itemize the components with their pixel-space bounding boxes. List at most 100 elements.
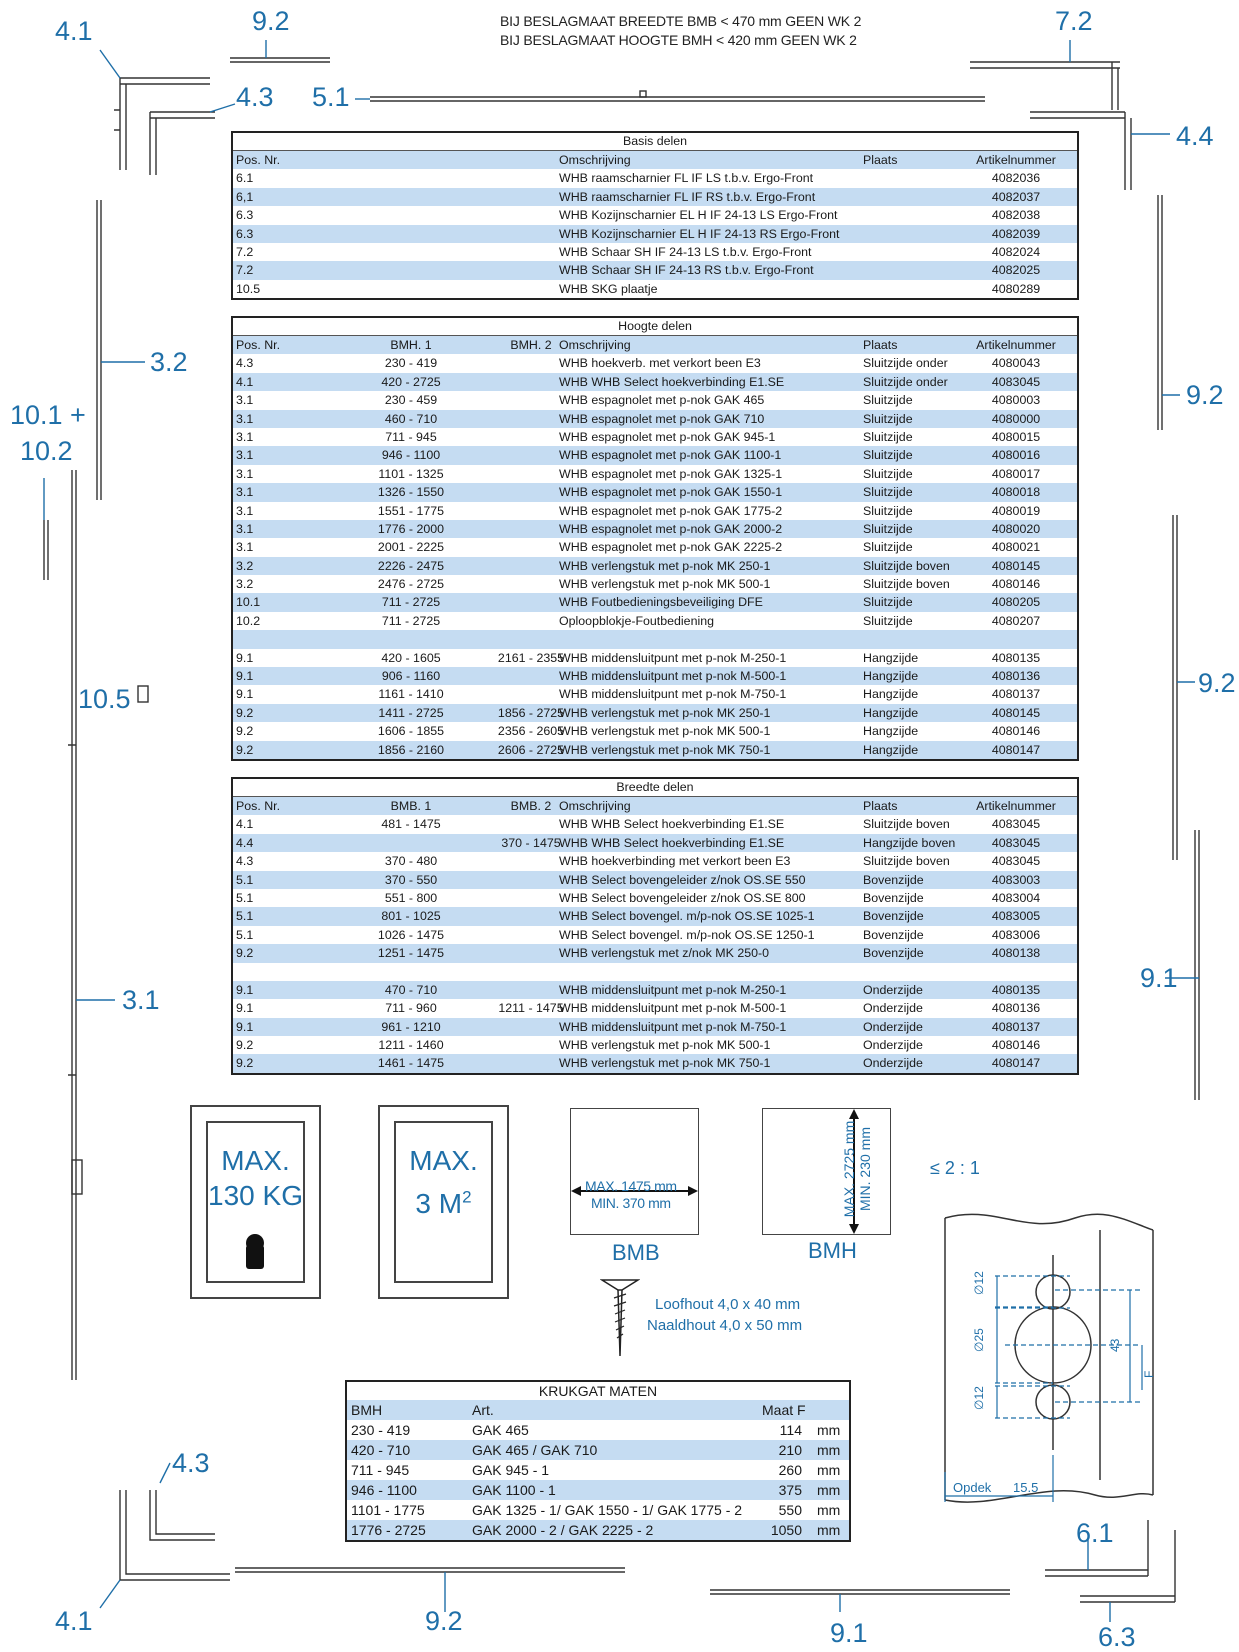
cell-pos: 9.2	[236, 742, 254, 757]
cell-artikelnummer: 4080043	[991, 356, 1041, 371]
cell-range-1: 1251 - 1475	[377, 946, 445, 961]
cell-artikelnummer: 4080135	[991, 650, 1041, 665]
table-row	[233, 962, 1077, 981]
cell-artikelnummer: 4080137	[991, 1019, 1041, 1034]
cell-pos: 6.1	[236, 171, 254, 186]
cell-plaats: Sluitzijde	[863, 393, 913, 408]
bmh-arrow	[849, 1109, 859, 1234]
cell-artikelnummer: 4080000	[991, 411, 1041, 426]
cell-range-1: 460 - 710	[384, 411, 438, 426]
cell-omschrijving: WHB Select bovengel. m/p-nok OS.SE 1250-…	[559, 927, 815, 942]
cell-plaats: Sluitzijde	[863, 503, 913, 518]
cell-artikelnummer: 4080021	[991, 540, 1041, 555]
cell-range-2: 1856 - 2725	[497, 705, 565, 720]
cell-pos: 3.2	[236, 577, 254, 592]
max-area-value-row: 3 M2	[380, 1186, 507, 1221]
cell-pos: 6,1	[236, 189, 254, 204]
callout-9-1-right: 9.1	[1140, 963, 1178, 993]
cell-range-1: 906 - 1160	[381, 669, 441, 684]
col-plaats: Plaats	[863, 338, 898, 352]
cell-pos: 3.1	[236, 485, 254, 500]
col-pos: Pos. Nr.	[236, 153, 281, 167]
cell-omschrijving: WHB middensluitpunt met p-nok M-500-1	[559, 669, 787, 684]
cell-artikelnummer: 4080147	[991, 1056, 1041, 1071]
cell-range-1: 1101 - 1325	[378, 466, 444, 481]
col-omschrijving: Omschrijving	[559, 799, 631, 813]
callout-3-2: 3.2	[150, 347, 188, 377]
cell-artikelnummer: 4080145	[991, 705, 1041, 720]
cell-range-1: 1411 - 2725	[378, 705, 444, 720]
cell-omschrijving: WHB espagnolet met p-nok GAK 1100-1	[559, 448, 782, 463]
cell-plaats: Sluitzijde onder	[863, 374, 948, 389]
cell-plaats: Sluitzijde boven	[863, 558, 950, 573]
krukgat-cell-bmh: 711 - 945	[351, 1462, 410, 1478]
cell-artikelnummer: 4082037	[991, 189, 1041, 204]
cell-omschrijving: WHB Select bovengel. m/p-nok OS.SE 1025-…	[559, 909, 815, 924]
krukgat-cell-art: GAK 1100 - 1	[472, 1482, 556, 1498]
cell-plaats: Sluitzijde	[863, 485, 913, 500]
cell-omschrijving: WHB verlengstuk met p-nok MK 500-1	[559, 1038, 771, 1053]
krukgat-cell-art: GAK 2000 - 2 / GAK 2225 - 2	[472, 1522, 654, 1538]
cell-pos: 10.2	[236, 613, 261, 628]
table-header-row: Pos. Nr. BMB. 1 BMB. 2 Omschrijving Plaa…	[233, 797, 1077, 816]
krukgat-cell-unit: mm	[817, 1442, 841, 1458]
max-weight-frame	[206, 1121, 305, 1283]
cell-range-1: 230 - 459	[384, 393, 438, 408]
bmb-arrow	[571, 1186, 698, 1196]
cell-pos: 3.1	[236, 411, 254, 426]
callout-10-1: 10.1 +	[10, 400, 86, 430]
krukgat-cell-unit: mm	[817, 1462, 841, 1478]
cell-omschrijving: WHB verlengstuk met p-nok MK 500-1	[559, 724, 771, 739]
cell-range-1: 711 - 2725	[381, 613, 441, 628]
cell-omschrijving: WHB SKG plaatje	[559, 281, 658, 296]
bmb-max-label: MAX. 1475 mm	[585, 1178, 677, 1194]
cell-omschrijving: WHB espagnolet met p-nok GAK 2225-2	[559, 540, 783, 555]
cell-plaats: Onderzijde	[863, 1001, 923, 1016]
cell-range-1: 2226 - 2475	[377, 558, 445, 573]
bmh-min-label: MIN. 230 mm	[857, 1127, 873, 1212]
krukgat-header-row: BMH Art. Maat F	[347, 1400, 849, 1420]
cell-pos: 5.1	[236, 890, 254, 905]
bmb-label: BMB	[612, 1240, 660, 1265]
cell-plaats: Sluitzijde	[863, 411, 913, 426]
cell-range-1: 711 - 945	[385, 429, 437, 444]
cell-omschrijving: WHB WHB Select hoekverbinding E1.SE	[559, 835, 785, 850]
krukgat-title: KRUKGAT MATEN	[538, 1383, 658, 1399]
col-omschrijving: Omschrijving	[559, 338, 631, 352]
cell-artikelnummer: 4080146	[991, 577, 1041, 592]
cell-plaats: Sluitzijde	[863, 466, 913, 481]
cell-omschrijving: WHB WHB Select hoekverbinding E1.SE	[559, 817, 785, 832]
krukgat-col-art: Art.	[472, 1402, 494, 1418]
cell-plaats: Hangzijde	[863, 742, 919, 757]
krukgat-cell-art: GAK 465	[472, 1422, 529, 1438]
cell-pos: 9.1	[236, 669, 254, 684]
callout-7-2: 7.2	[1055, 6, 1093, 36]
cell-artikelnummer: 4080289	[991, 281, 1041, 296]
table-title: Basis delen	[233, 133, 1077, 151]
cell-plaats: Onderzijde	[863, 982, 923, 997]
dim-15-5: 15.5	[1013, 1480, 1038, 1495]
cell-omschrijving: WHB verlengstuk met p-nok MK 250-1	[559, 558, 771, 573]
cell-artikelnummer: 4082036	[991, 171, 1041, 186]
cell-omschrijving: WHB hoekverbinding met verkort been E3	[559, 854, 791, 869]
table-title: Hoogte delen	[233, 318, 1077, 336]
note-bmb: BIJ BESLAGMAAT BREEDTE BMB < 470 mm GEEN…	[500, 13, 862, 29]
callout-10-2: 10.2	[20, 436, 73, 466]
